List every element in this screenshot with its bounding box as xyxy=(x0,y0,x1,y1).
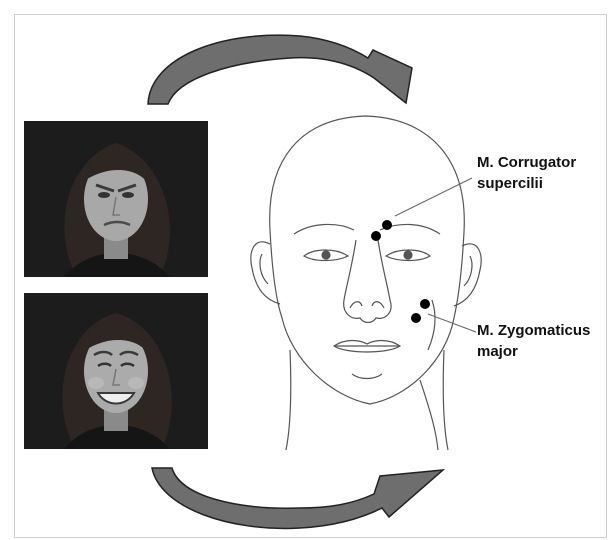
corrugator-label-line1: M. Corrugator xyxy=(477,152,576,173)
left-brow xyxy=(294,224,354,234)
corrugator-label-line2: supercilii xyxy=(477,173,576,194)
corrugator-label: M. Corrugator supercilii xyxy=(477,152,576,194)
zygomaticus-electrodes xyxy=(411,299,430,323)
neck xyxy=(286,350,291,450)
zygomaticus-label-line2: major xyxy=(477,341,590,362)
left-ear xyxy=(251,242,280,304)
zygomaticus-label: M. Zygomaticus major xyxy=(477,320,590,362)
corrugator-electrodes xyxy=(371,220,392,241)
head-outline xyxy=(270,116,465,404)
zygomaticus-label-line1: M. Zygomaticus xyxy=(477,320,590,341)
corrugator-pointer-line xyxy=(395,178,472,216)
nose xyxy=(344,240,391,323)
